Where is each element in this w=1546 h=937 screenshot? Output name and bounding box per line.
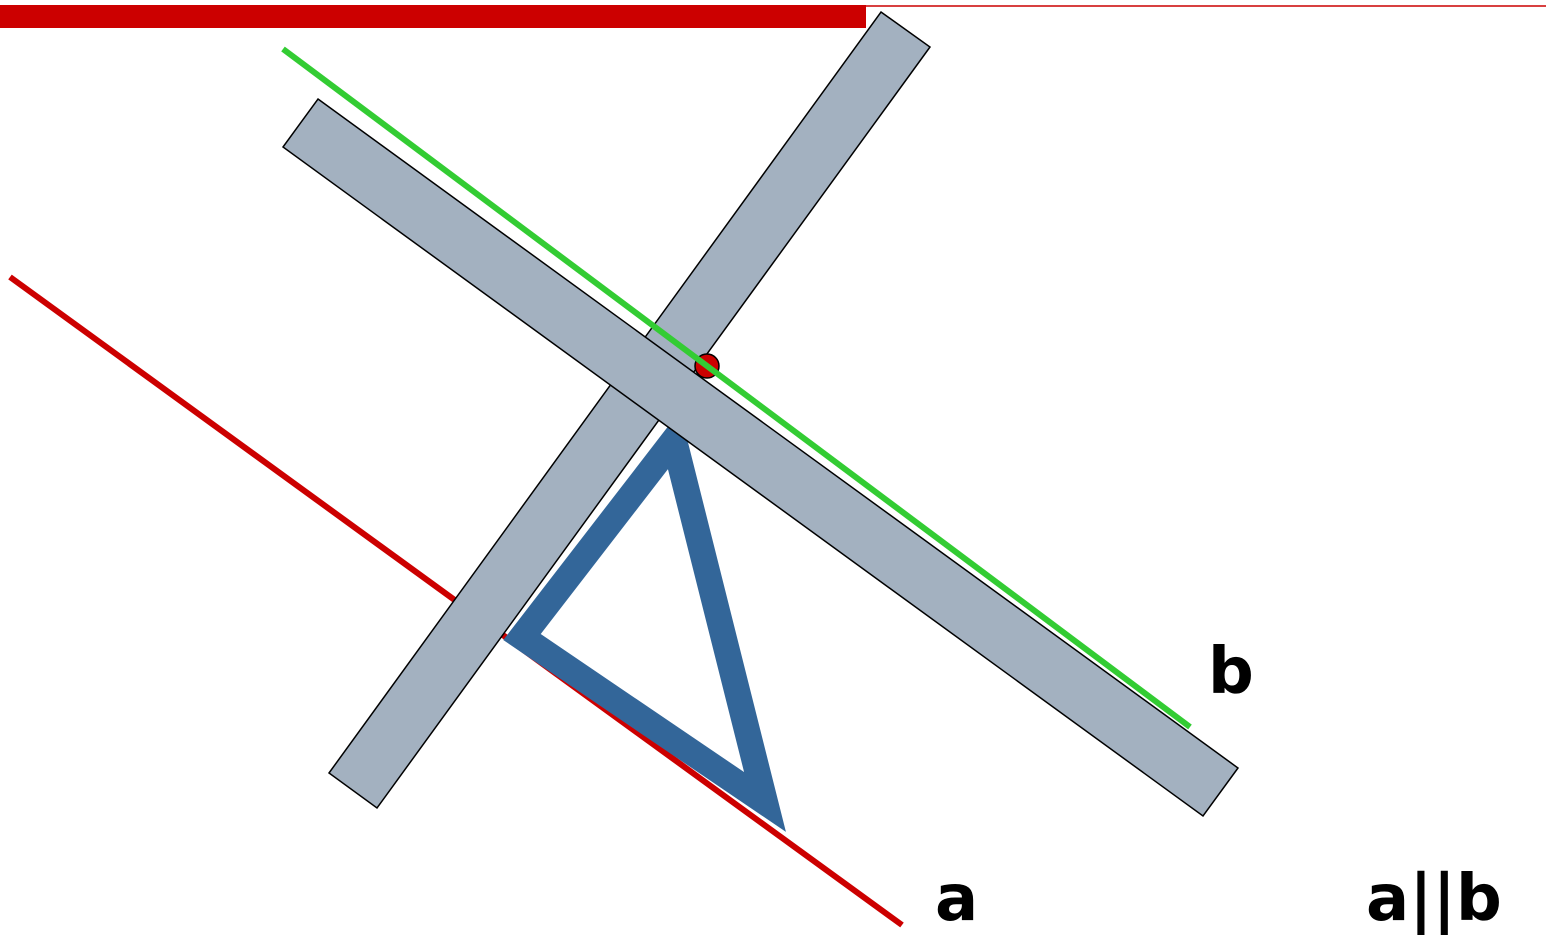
line-b-label: b [1208, 635, 1254, 709]
line-a-label: a [935, 862, 978, 936]
ruler-upright [327, 10, 932, 810]
ruler-diagonal [281, 97, 1240, 818]
line-b [281, 46, 1192, 730]
set-square [503, 410, 786, 832]
parallel-relation-label: a||b [1366, 862, 1502, 936]
header-bar-thick [0, 5, 866, 28]
